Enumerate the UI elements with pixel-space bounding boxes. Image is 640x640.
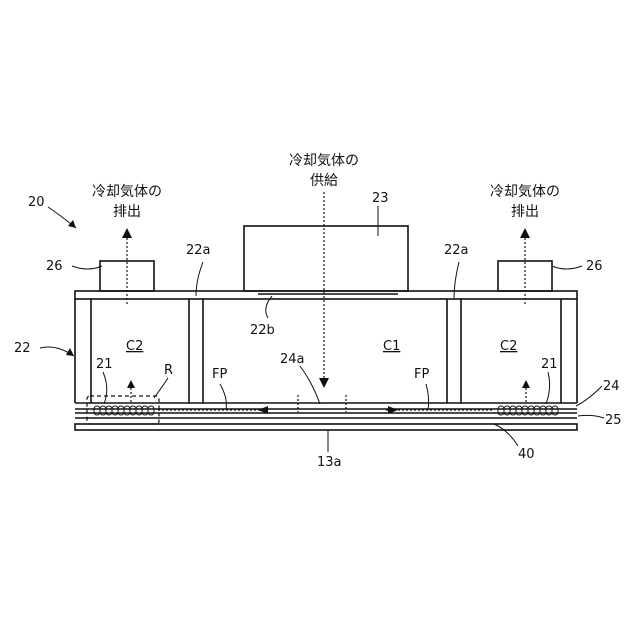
leader-fp-left <box>220 384 226 410</box>
ref-20: 20 <box>28 195 45 210</box>
supply-label-line2: 供給 <box>310 173 338 189</box>
ref-25: 25 <box>605 413 622 428</box>
leader-20-arrowhead <box>68 220 76 228</box>
leader-21-right <box>546 372 550 404</box>
ref-23: 23 <box>372 191 389 206</box>
exhaust-arrowhead-right <box>520 228 530 238</box>
supply-box-23 <box>244 226 408 291</box>
leader-26-left <box>72 266 102 269</box>
leader-26-right <box>552 266 582 269</box>
ref-22: 22 <box>14 341 31 356</box>
coil-up-arrowhead-right <box>522 380 530 388</box>
leader-24a <box>300 366 320 404</box>
base-13a <box>75 424 577 430</box>
ref-22a-left: 22a <box>186 243 211 258</box>
exhaust-right-label-line2: 排出 <box>511 204 539 220</box>
ref-21-left: 21 <box>96 357 113 372</box>
leader-25 <box>578 415 604 418</box>
exhaust-right-label-line1: 冷却気体の <box>490 184 560 200</box>
fp-left: FP <box>212 367 227 382</box>
fp-right: FP <box>414 367 429 382</box>
leader-22a-right <box>454 262 459 298</box>
supply-flow-arrowhead <box>319 378 329 388</box>
ref-40: 40 <box>518 447 535 462</box>
ref-22b: 22b <box>250 323 275 338</box>
chamber-c1: C1 <box>383 339 400 354</box>
chamber-c2-left: C2 <box>126 339 143 354</box>
housing-top-plate <box>75 291 577 299</box>
exhaust-arrowhead-left <box>122 228 132 238</box>
leader-21-left <box>103 372 107 404</box>
ref-r: R <box>164 363 173 378</box>
exhaust-left-label-line2: 排出 <box>113 204 141 220</box>
ref-26-left: 26 <box>46 259 63 274</box>
leader-24 <box>576 386 602 406</box>
ref-21-right: 21 <box>541 357 558 372</box>
leader-40 <box>494 424 518 446</box>
ref-24a: 24a <box>280 352 305 367</box>
leader-r <box>154 378 168 398</box>
leader-fp-right <box>426 384 429 410</box>
exhaust-left-label-line1: 冷却気体の <box>92 184 162 200</box>
ref-24: 24 <box>603 379 620 394</box>
ref-22a-right: 22a <box>444 243 469 258</box>
chamber-c2-right: C2 <box>500 339 517 354</box>
ref-13a: 13a <box>317 455 342 470</box>
coil-up-arrowhead-left <box>127 380 135 388</box>
supply-label-line1: 冷却気体の <box>289 153 359 169</box>
ref-26-right: 26 <box>586 259 603 274</box>
